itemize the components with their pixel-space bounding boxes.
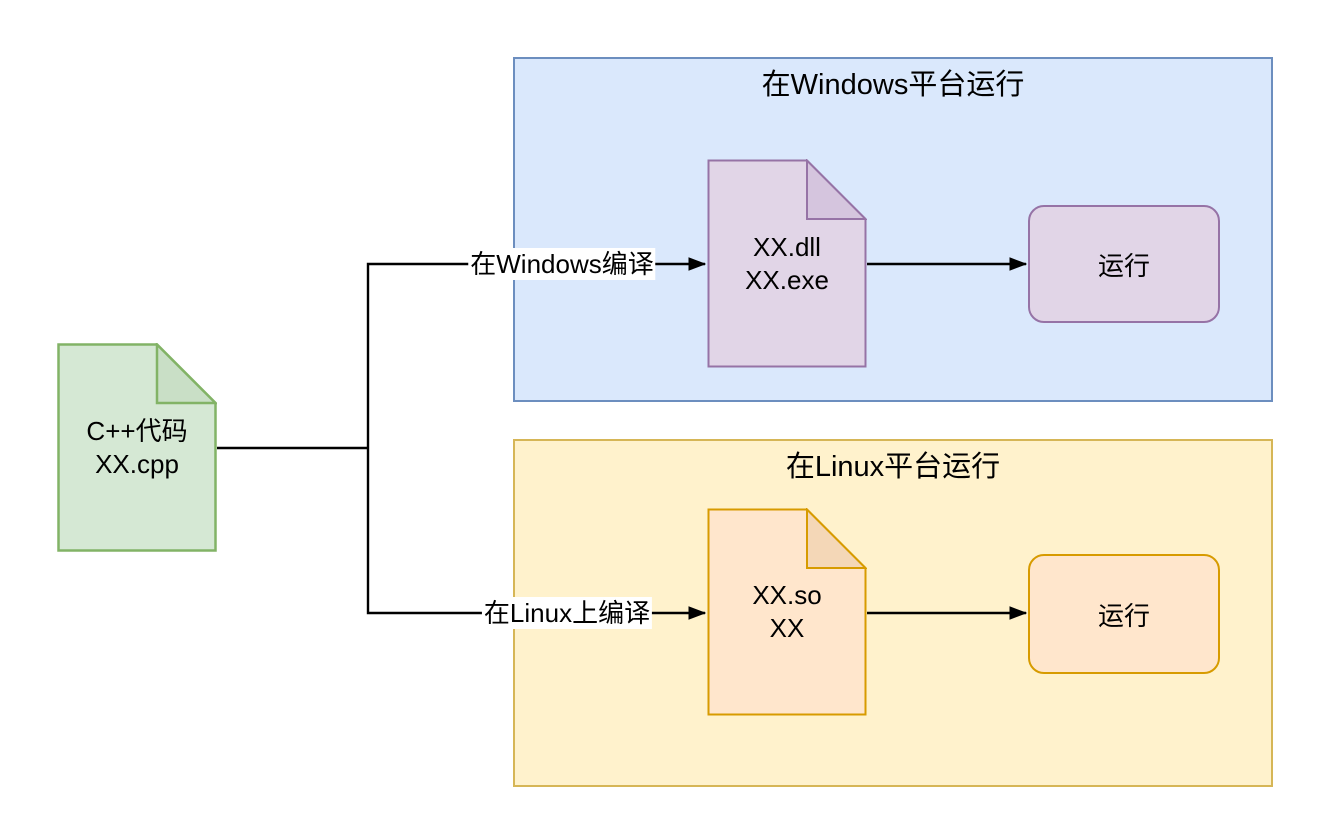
windows-artifact-label: XX.dll XX.exe bbox=[707, 159, 867, 368]
edge-windows-compile-arrow bbox=[366, 264, 705, 448]
windows-artifact-file-node: XX.dll XX.exe bbox=[707, 159, 867, 368]
source-code-file-node: C++代码 XX.cpp bbox=[57, 343, 217, 552]
windows-artifact-label-line2: XX.exe bbox=[745, 264, 829, 295]
windows-artifact-label-line1: XX.dll bbox=[753, 231, 821, 262]
document-shape-icon bbox=[707, 508, 867, 716]
document-shape-icon bbox=[707, 159, 867, 368]
source-doc-label: C++代码 XX.cpp bbox=[57, 343, 217, 552]
windows-container-title: 在Windows平台运行 bbox=[761, 69, 1025, 101]
linux-compile-edge-label: 在Linux上编译 bbox=[481, 597, 653, 629]
linux-artifact-label: XX.so XX bbox=[707, 508, 867, 716]
document-shape-icon bbox=[57, 343, 217, 552]
windows-run-label: 运行 bbox=[1097, 250, 1150, 281]
linux-artifact-label-line1: XX.so bbox=[752, 580, 822, 610]
windows-compile-edge-label: 在Windows编译 bbox=[468, 248, 656, 280]
linux-run-label: 运行 bbox=[1097, 600, 1150, 631]
linux-artifact-file-node: XX.so XX bbox=[707, 508, 867, 716]
source-doc-label-line1: C++代码 bbox=[86, 415, 188, 446]
linux-run-node: 运行 bbox=[1028, 554, 1220, 674]
linux-container-title: 在Linux平台运行 bbox=[785, 451, 1001, 483]
windows-run-node: 运行 bbox=[1028, 205, 1220, 323]
source-doc-label-line2: XX.cpp bbox=[95, 448, 179, 479]
linux-artifact-label-line2: XX bbox=[769, 613, 805, 643]
edge-linux-compile-arrow bbox=[366, 448, 705, 613]
